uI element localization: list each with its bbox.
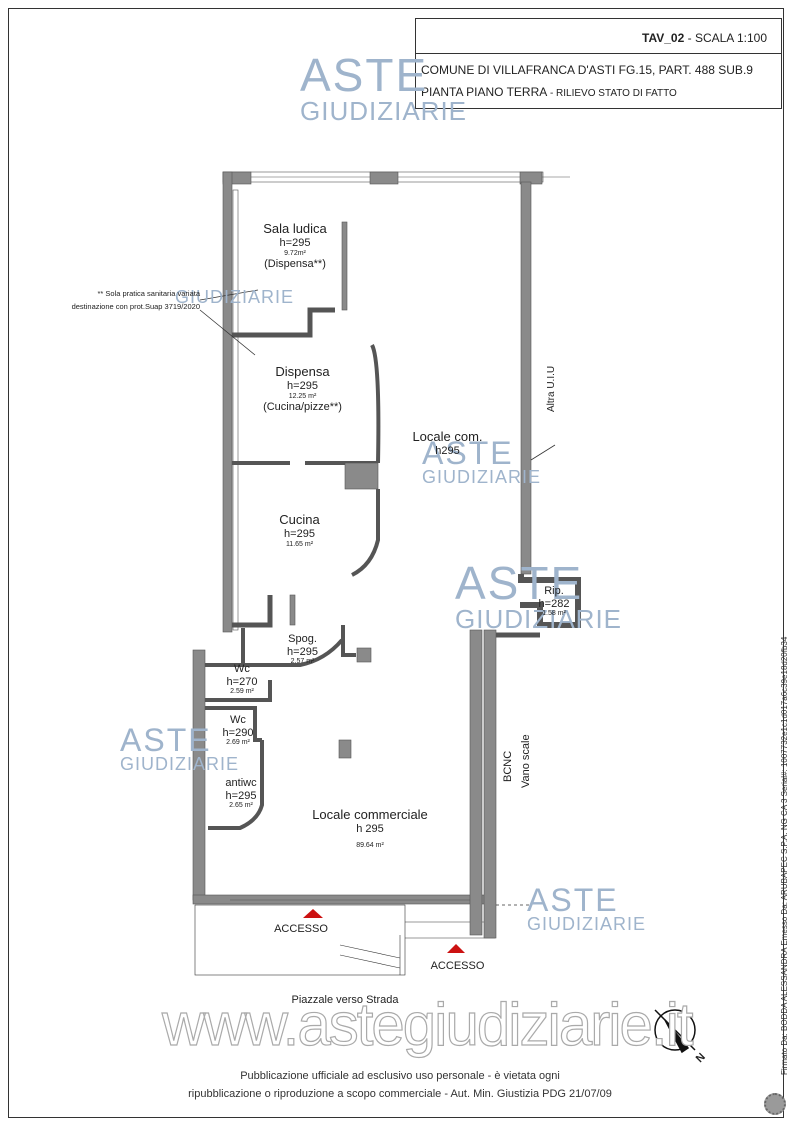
room-cucina: Cucina h=295 11.65 m² — [279, 512, 320, 548]
cadastral-reference: COMUNE DI VILLAFRANCA D'ASTI FG.15, PART… — [421, 63, 753, 77]
side-note: ** Sola pratica sanitaria variata destin… — [71, 289, 200, 311]
label-accesso-2: ACCESSO — [430, 960, 485, 972]
room-wc-1: Wc h=270 2.59 m² — [226, 663, 258, 696]
access-marker-2 — [447, 944, 465, 953]
watermark-site-url: www.astegiudiziarie.it — [161, 990, 694, 1058]
footer-line-2: ripubblicazione o riproduzione a scopo c… — [188, 1088, 612, 1100]
title-block: TAV_02 - SCALA 1:100 COMUNE DI VILLAFRAN… — [415, 18, 782, 109]
label-bcnc: BCNC — [502, 750, 514, 782]
seal-icon — [764, 1093, 786, 1115]
structural-column — [338, 739, 352, 759]
plan-title: PIANTA PIANO TERRA - RILIEVO STATO DI FA… — [421, 85, 677, 99]
drawing-frame — [8, 8, 784, 1118]
footer-line-1: Pubblicazione ufficiale ad esclusivo uso… — [240, 1070, 560, 1082]
label-piazzale: Piazzale verso Strada — [291, 994, 399, 1006]
north-arrow — [654, 1009, 696, 1054]
room-locale-com: Locale com. h295 — [412, 429, 483, 457]
sheet-number: TAV_02 - SCALA 1:100 — [642, 31, 767, 45]
room-sala-ludica: Sala ludica h=295 9.72m² (Dispensa**) — [263, 221, 327, 270]
digital-signature-line: Firmato Da: BODDA ALESSANDRA Emesso Da: … — [780, 636, 789, 1075]
label-altra-uiu: Altra U.I.U — [546, 365, 557, 412]
room-spog: Spog. h=295 2.57 m² — [287, 633, 318, 666]
left-wall — [222, 171, 233, 633]
room-dispensa: Dispensa h=295 12.25 m² (Cucina/pizze**) — [263, 364, 342, 413]
label-accesso-1: ACCESSO — [274, 923, 328, 935]
room-rip: Rip. h=282 1.58 m² — [538, 585, 570, 618]
room-wc-2: Wc h=290 2.69 m² — [222, 714, 254, 747]
right-wall — [520, 181, 532, 575]
bcnc-wall — [483, 629, 497, 939]
bottom-wall — [192, 894, 494, 905]
wc-left-wall — [192, 649, 206, 901]
label-vano-scale: Vano scale — [520, 734, 532, 788]
room-locale-commerciale: Locale commerciale h 295 89.64 m² — [312, 807, 428, 849]
room-antiwc: antiwc h=295 2.65 m² — [225, 777, 257, 810]
access-marker-1 — [303, 909, 323, 918]
